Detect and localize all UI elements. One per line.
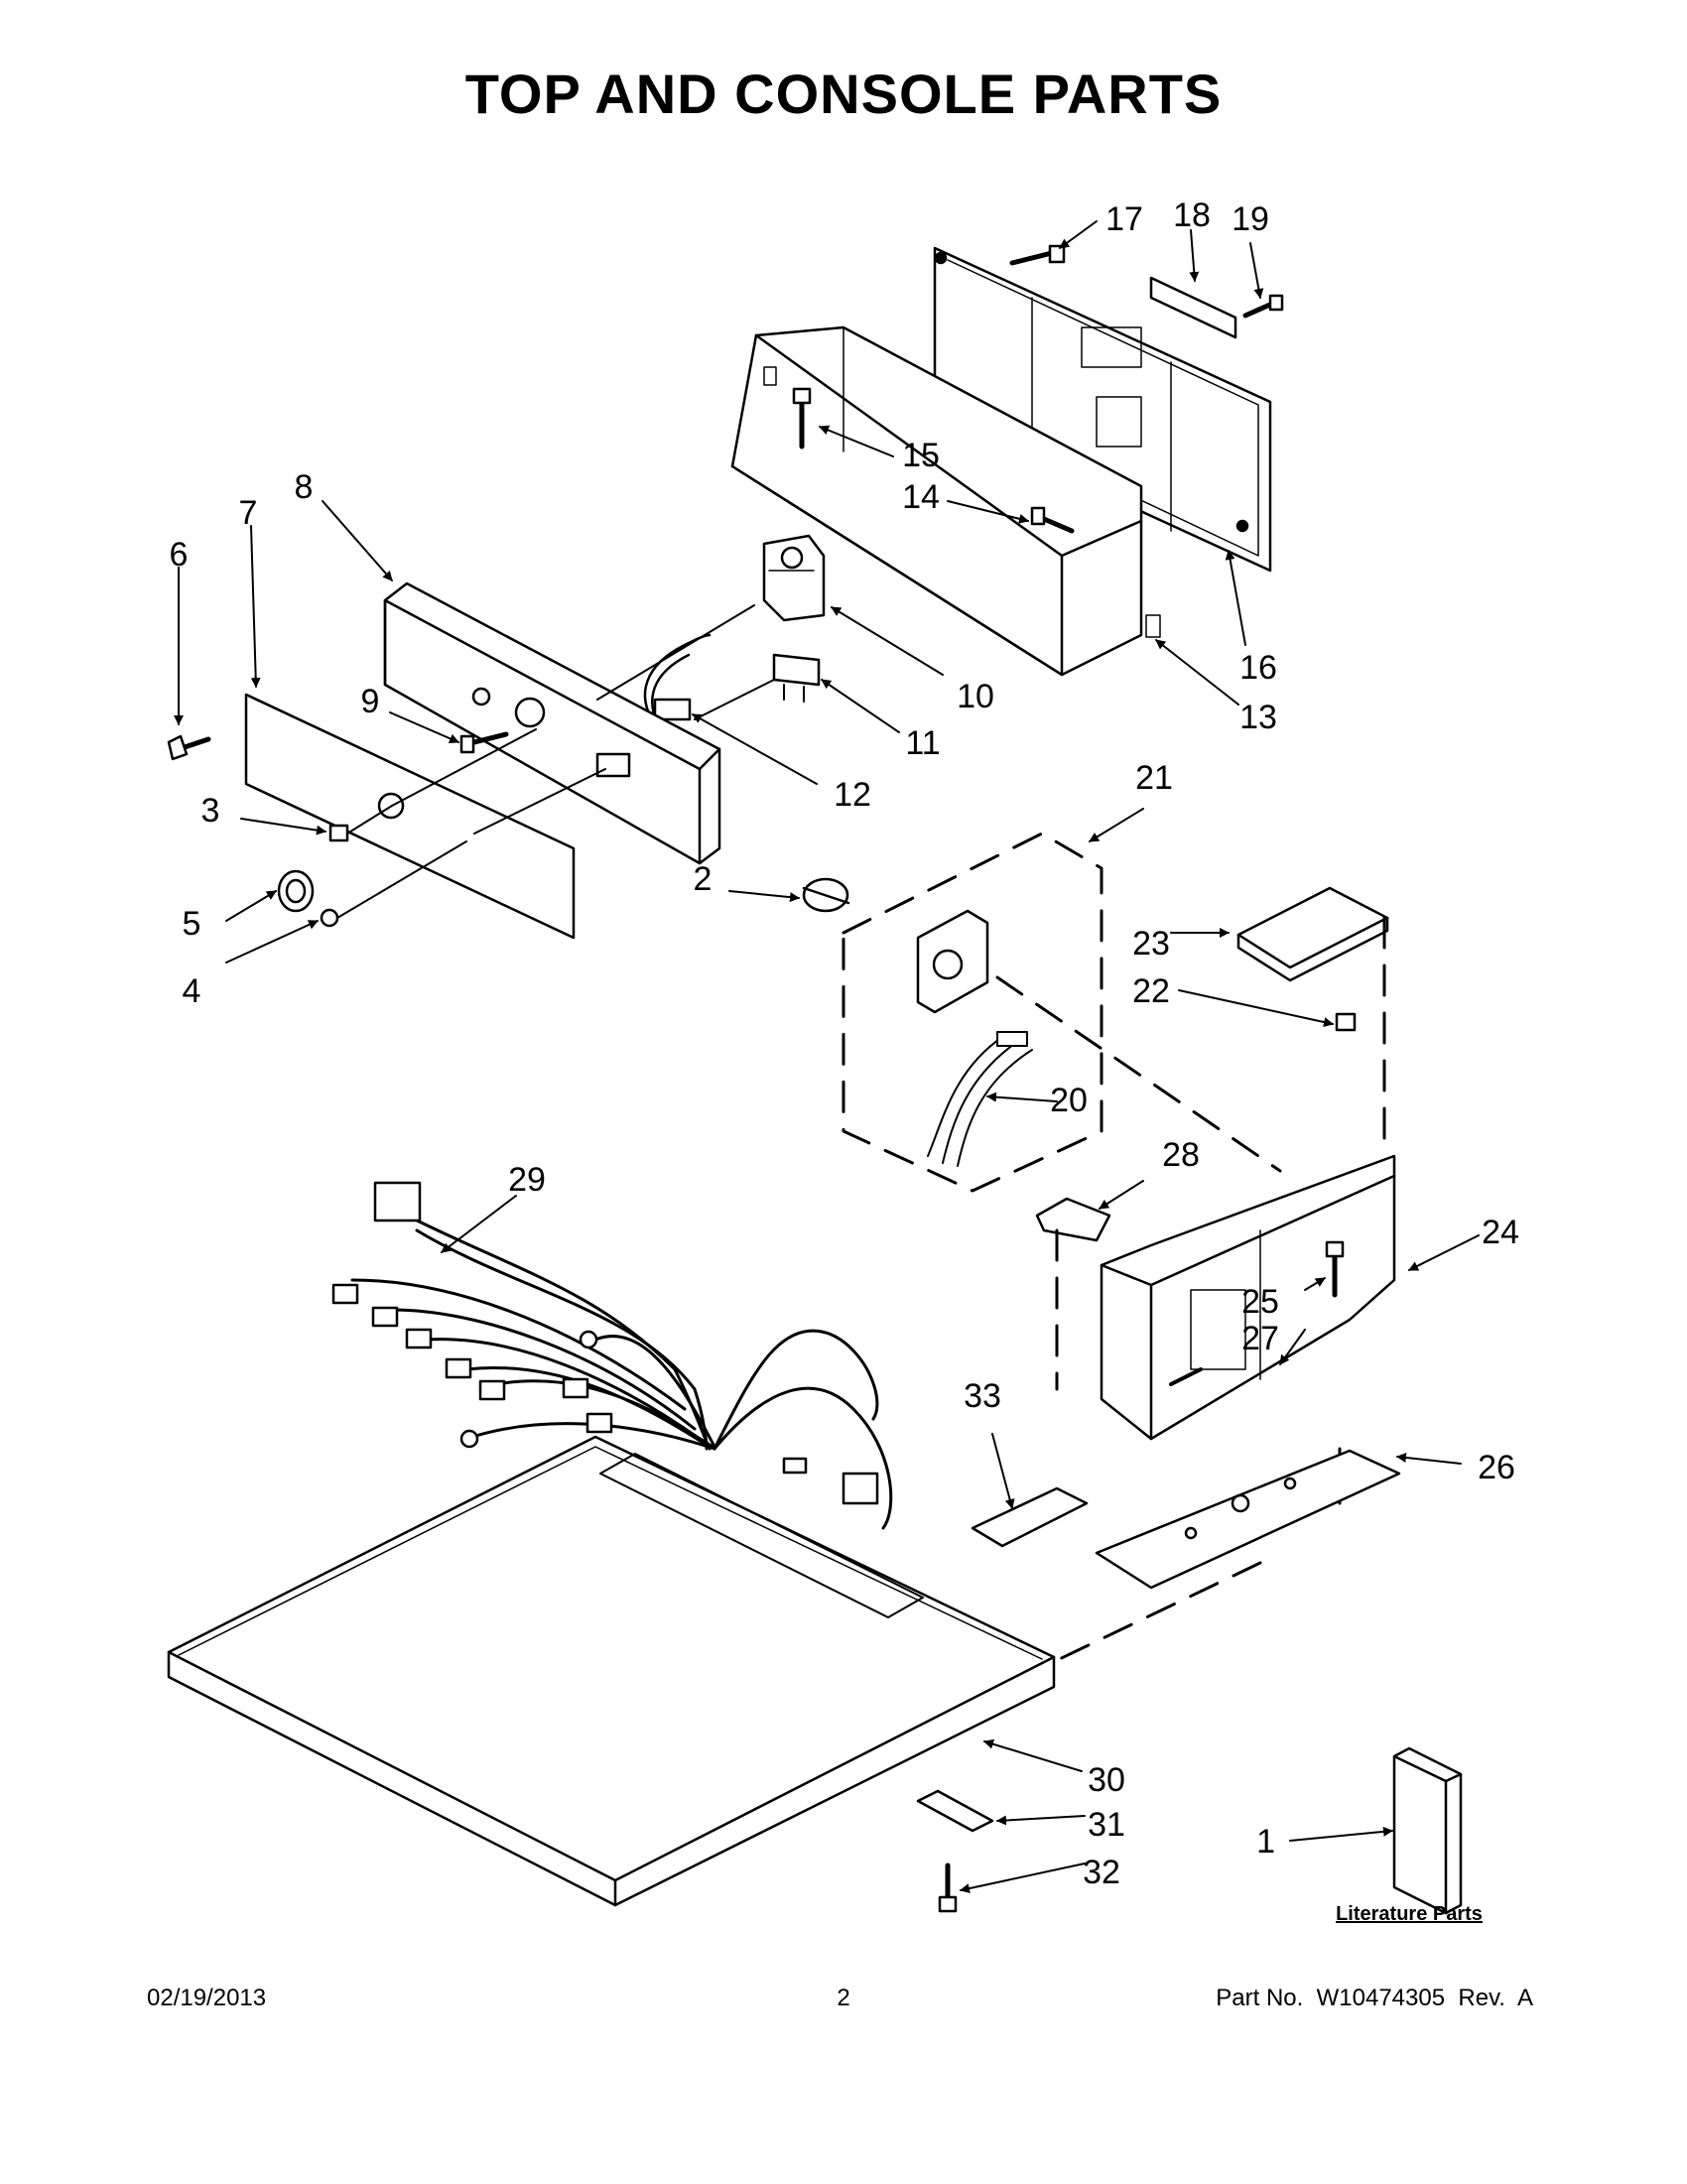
part-label-30: 30	[1088, 1761, 1125, 1799]
part-label-7: 7	[239, 494, 258, 532]
part-label-4: 4	[183, 972, 201, 1010]
console-back-panel	[933, 246, 1272, 573]
switch-11	[772, 653, 821, 703]
part-label-23: 23	[1132, 925, 1170, 963]
clip-22	[1335, 1012, 1357, 1032]
part-label-18: 18	[1173, 196, 1211, 234]
bracket-23	[1236, 886, 1389, 982]
assembly-lines-console	[336, 604, 775, 919]
part-label-21: 21	[1135, 759, 1173, 797]
switch-assembly	[916, 909, 989, 1014]
part-label-25: 25	[1241, 1283, 1279, 1321]
screw-14	[1030, 506, 1075, 534]
part-label-6: 6	[170, 536, 189, 574]
page-title: TOP AND CONSOLE PARTS	[464, 63, 1223, 125]
screw-27	[1169, 1367, 1203, 1386]
spring-3	[328, 824, 349, 842]
bracket-28	[1035, 1197, 1111, 1242]
part-label-10: 10	[957, 678, 994, 715]
part-label-15: 15	[902, 437, 940, 474]
part-label-31: 31	[1088, 1806, 1125, 1844]
part-label-13: 13	[1239, 699, 1277, 736]
part-label-14: 14	[902, 478, 940, 516]
part-label-20: 20	[1050, 1082, 1088, 1119]
bracket-31	[916, 1789, 994, 1833]
console-overlay-7	[244, 693, 576, 940]
screw-19	[1242, 294, 1284, 319]
part-label-19: 19	[1232, 200, 1269, 238]
footer-part-number: Part No. W10474305 Rev. A	[1216, 1985, 1533, 2011]
part-label-1: 1	[1256, 1823, 1275, 1861]
part-label-2: 2	[694, 860, 713, 898]
top-30	[167, 1435, 1056, 1907]
part-label-27: 27	[1241, 1320, 1279, 1357]
screw-6	[167, 734, 211, 761]
part-label-22: 22	[1132, 972, 1170, 1010]
group-21-outline	[842, 832, 1103, 1193]
part-label-8: 8	[295, 468, 314, 506]
part-label-9: 9	[361, 683, 380, 720]
part-label-24: 24	[1482, 1214, 1519, 1251]
screw-9	[459, 731, 509, 754]
console-end-housing-24	[1100, 1154, 1396, 1441]
console-housing	[730, 325, 1161, 677]
part-label-3: 3	[201, 792, 220, 830]
screw-17	[1009, 244, 1066, 266]
harness-connectors	[331, 1181, 879, 1505]
screw-15	[792, 387, 812, 450]
part-labels: 1 2 3 4 5 6 7 8 9 10 11 12 13 14 15 16 1…	[170, 196, 1519, 1891]
screw-25	[1325, 1240, 1345, 1298]
knob-5	[277, 869, 315, 913]
button-4	[320, 908, 339, 928]
part-label-29: 29	[508, 1161, 546, 1199]
plate-26	[1095, 1449, 1401, 1590]
literature-parts-label: Literature Parts	[1336, 1903, 1483, 1925]
shield-33	[971, 1486, 1089, 1548]
wire-harness-20	[927, 1031, 1033, 1167]
wire-harness-29	[350, 1214, 893, 1530]
footer-page-number: 2	[837, 1985, 850, 2011]
bracket-18	[1149, 276, 1237, 339]
part-label-33: 33	[964, 1377, 1001, 1415]
timer-10	[762, 534, 826, 622]
screw-32	[938, 1863, 958, 1913]
part-label-16: 16	[1239, 649, 1277, 687]
literature-booklet	[1392, 1746, 1463, 1915]
footer-date: 02/19/2013	[147, 1985, 267, 2011]
part-label-12: 12	[834, 776, 871, 814]
part-label-17: 17	[1105, 200, 1143, 238]
leader-arrows	[174, 220, 1480, 1893]
part-label-26: 26	[1478, 1449, 1515, 1486]
part-label-5: 5	[183, 905, 201, 943]
part-label-28: 28	[1162, 1136, 1200, 1174]
control-panel-8	[383, 581, 721, 865]
part-label-32: 32	[1083, 1854, 1120, 1891]
part-label-11: 11	[905, 724, 940, 762]
selector-2	[802, 877, 850, 913]
